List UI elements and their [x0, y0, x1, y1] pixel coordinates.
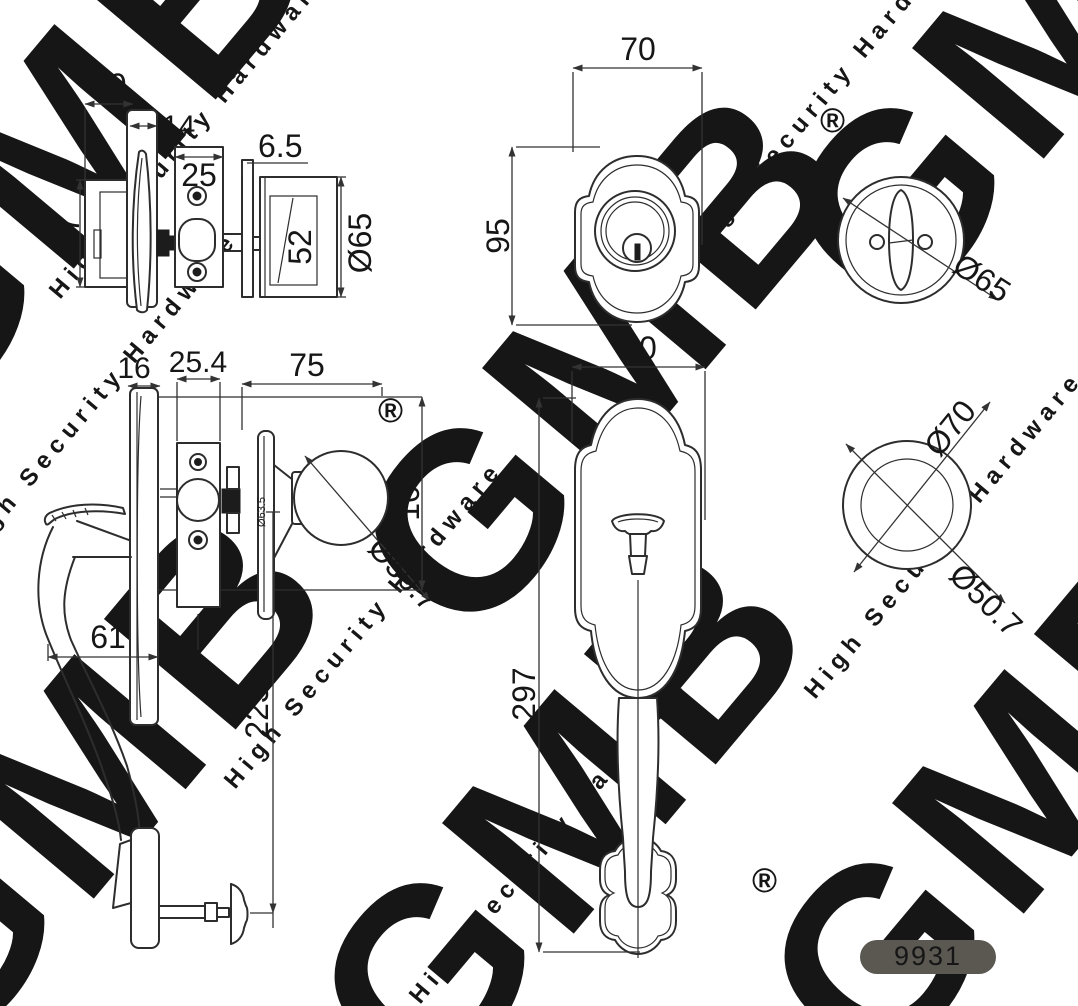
dim-52: 52	[282, 229, 318, 265]
dim-95: 95	[480, 218, 516, 254]
thumbpiece-stem	[629, 533, 647, 557]
thumb-lever-profile	[43, 503, 126, 526]
dim-rose-dia: Ø63.5	[256, 497, 268, 527]
deadbolt-escutcheon-inner-line	[580, 164, 694, 314]
latch-screw-bottom-center	[192, 267, 202, 277]
dia-line-o50_7	[304, 455, 431, 602]
thumbturn-blade-crease	[136, 157, 143, 307]
registered-mark-icon: ®	[378, 392, 403, 430]
grip-base-profile	[130, 827, 160, 949]
dim-297: 297	[506, 667, 542, 720]
dim-29: 29	[91, 67, 127, 103]
dim-16: 16	[117, 352, 150, 385]
mount-bolt-collar	[204, 902, 218, 922]
rose-screw-right	[917, 234, 933, 250]
latch-screw-bottom-center	[193, 535, 203, 545]
dim-70: 70	[621, 330, 657, 366]
tailpiece	[156, 229, 170, 257]
latch-screw-top-center	[194, 458, 202, 466]
dim-70: 70	[620, 31, 656, 67]
cylinder-boss-outer	[594, 190, 676, 272]
dim-57: 57	[50, 215, 86, 251]
dim-25: 25	[181, 157, 217, 193]
grip-outer-curve	[37, 526, 122, 841]
latch-hub	[178, 218, 216, 262]
mount-bolt-tip	[216, 907, 230, 918]
grip-inner-curve	[63, 556, 141, 837]
dim-61: 61	[90, 619, 126, 655]
cylinder-boss-mid	[600, 196, 670, 266]
dim-105: 105	[390, 467, 426, 520]
dim-75: 75	[289, 347, 325, 383]
view-handleset-front: 70 297	[506, 330, 706, 958]
base-inner-profile	[112, 839, 132, 909]
latch-screw-top-center	[192, 191, 202, 201]
spindle-tab-bottom	[226, 512, 240, 534]
faceplate	[241, 159, 254, 298]
view-knob-rose-rear: Ø70 Ø50.7	[842, 393, 1030, 644]
knob-rose-profile	[257, 430, 275, 620]
model-badge: 9931	[860, 940, 996, 974]
dim-25_4: 25.4	[169, 346, 227, 379]
spindle-tab-top	[226, 466, 240, 490]
registered-mark-icon: ®	[752, 862, 777, 900]
thumbpiece-arc	[617, 518, 659, 523]
dia-line-o50_7	[845, 443, 1006, 604]
spindle	[221, 488, 241, 514]
mount-bolt-flange	[230, 883, 249, 945]
view-deadbolt-front: 70 95	[480, 31, 703, 326]
dim-o65: Ø65	[342, 213, 378, 273]
thumbpiece-stem-base	[628, 555, 648, 575]
registered-mark-icon: ®	[820, 102, 845, 140]
lever-support-arm	[76, 520, 130, 541]
dim-6_5: 6.5	[258, 128, 302, 164]
handleset-escutcheon-inner-line	[580, 407, 696, 691]
dim-14: 14	[162, 110, 195, 143]
thumbturn-blade-profile	[131, 149, 152, 314]
mount-bolt-shaft	[158, 905, 206, 919]
dim-223: 223	[239, 685, 275, 738]
rose-screw-left	[869, 234, 885, 250]
thumb-lever-hatching	[51, 507, 89, 522]
cylinder-slant-line	[277, 197, 294, 284]
exterior-housing	[259, 176, 338, 298]
dia-line-o65	[842, 197, 999, 301]
model-number: 9931	[894, 941, 962, 971]
view-deadbolt-side: 29 14 57 25 6.5 52 Ø65	[50, 67, 378, 314]
model-badge-pill	[860, 940, 996, 974]
keyway-slot	[634, 243, 641, 261]
exterior-trim-profile	[129, 387, 159, 726]
cylinder-rect	[269, 195, 318, 286]
rose-cone-line	[273, 521, 294, 559]
deadbolt-turn-tab	[93, 229, 102, 259]
latch-hub	[176, 478, 220, 522]
rose-cone-line	[273, 464, 294, 481]
